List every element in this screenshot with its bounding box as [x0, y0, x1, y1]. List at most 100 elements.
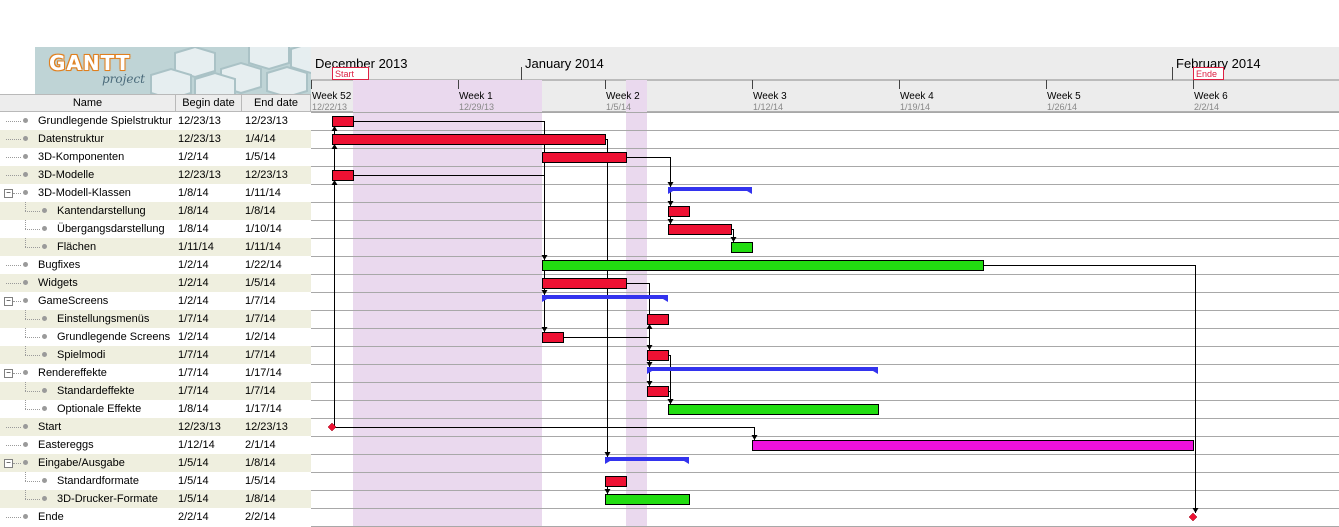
task-name: Bugfixes	[38, 259, 81, 271]
task-bar[interactable]	[605, 494, 690, 505]
task-name-cell: 3D-Modelle	[0, 166, 176, 184]
task-bar[interactable]	[647, 314, 669, 325]
task-bar[interactable]	[332, 116, 354, 127]
summary-bar[interactable]	[605, 457, 689, 464]
task-begin-date: 12/23/13	[178, 115, 221, 127]
summary-bar[interactable]	[542, 295, 668, 302]
collapse-toggle-icon[interactable]: −	[4, 459, 13, 468]
task-end-date: 1/7/14	[245, 295, 276, 307]
task-bullet-icon	[42, 352, 47, 357]
task-bar[interactable]	[542, 152, 627, 163]
task-bullet-icon	[42, 316, 47, 321]
dependency-arrow	[332, 180, 335, 428]
dependency-arrowhead	[667, 201, 674, 206]
column-header-end-date[interactable]: End date	[242, 95, 311, 112]
tree-connector	[25, 310, 26, 319]
week-label: Week 3	[753, 91, 787, 102]
task-name-cell: Start	[0, 418, 176, 436]
dependency-arrowhead	[667, 399, 674, 404]
collapse-toggle-icon[interactable]: −	[4, 297, 13, 306]
task-bar[interactable]	[332, 134, 606, 145]
task-bar[interactable]	[542, 260, 984, 271]
task-bullet-icon	[23, 118, 28, 123]
collapse-toggle-icon[interactable]: −	[4, 369, 13, 378]
milestone-marker[interactable]	[1188, 512, 1198, 522]
task-end-date: 1/7/14	[245, 349, 276, 361]
task-name: Grundlegende Spielstruktur	[38, 115, 172, 127]
task-name: Datenstruktur	[38, 133, 105, 145]
task-bar[interactable]	[731, 242, 753, 253]
task-name-cell: Datenstruktur	[0, 130, 176, 148]
task-name-cell: −GameScreens	[0, 292, 176, 310]
logo-hexagon-pattern	[150, 47, 311, 94]
task-begin-date: 1/7/14	[178, 313, 209, 325]
task-begin-date: 1/11/14	[178, 241, 214, 253]
task-bar[interactable]	[668, 404, 879, 415]
task-bar[interactable]	[647, 386, 669, 397]
tree-connector	[6, 139, 21, 140]
task-bullet-icon	[23, 262, 28, 267]
task-end-date: 1/11/14	[245, 187, 281, 199]
task-name-cell: −Rendereffekte	[0, 364, 176, 382]
dependency-arrowhead	[331, 126, 338, 131]
dependency-arrowhead	[541, 290, 548, 295]
holiday-shading	[353, 80, 542, 527]
column-header-name[interactable]: Name	[0, 95, 176, 112]
task-end-date: 12/23/13	[245, 421, 288, 433]
task-begin-date: 1/7/14	[178, 349, 209, 361]
tree-connector	[25, 382, 26, 391]
task-end-date: 1/2/14	[245, 331, 276, 343]
task-end-date: 1/4/14	[245, 133, 276, 145]
task-end-date: 12/23/13	[245, 169, 288, 181]
column-header-begin-date[interactable]: Begin date	[176, 95, 242, 112]
task-bar[interactable]	[542, 332, 564, 343]
task-bar[interactable]	[542, 278, 627, 289]
milestone-flag-label: Ende	[1196, 69, 1217, 79]
dependency-arrowhead	[541, 327, 548, 332]
summary-bar[interactable]	[647, 367, 878, 374]
task-end-date: 1/5/14	[245, 475, 276, 487]
summary-bar[interactable]	[668, 187, 752, 194]
task-bar[interactable]	[668, 206, 690, 217]
task-bullet-icon	[23, 298, 28, 303]
tree-connector	[25, 328, 26, 337]
tree-connector	[25, 229, 40, 230]
task-bullet-icon	[42, 334, 47, 339]
milestone-marker[interactable]	[327, 422, 337, 432]
task-name-cell: Spielmodi	[0, 346, 176, 364]
task-bar[interactable]	[605, 476, 627, 487]
task-bar[interactable]	[332, 170, 354, 181]
task-bar[interactable]	[647, 350, 669, 361]
week-date: 1/26/14	[1047, 102, 1077, 112]
task-name: Flächen	[57, 241, 97, 253]
task-bar[interactable]	[668, 224, 732, 235]
task-end-date: 1/8/14	[245, 493, 276, 505]
collapse-toggle-icon[interactable]: −	[4, 189, 13, 198]
task-bar[interactable]	[752, 440, 1194, 451]
task-begin-date: 1/12/14	[178, 439, 215, 451]
